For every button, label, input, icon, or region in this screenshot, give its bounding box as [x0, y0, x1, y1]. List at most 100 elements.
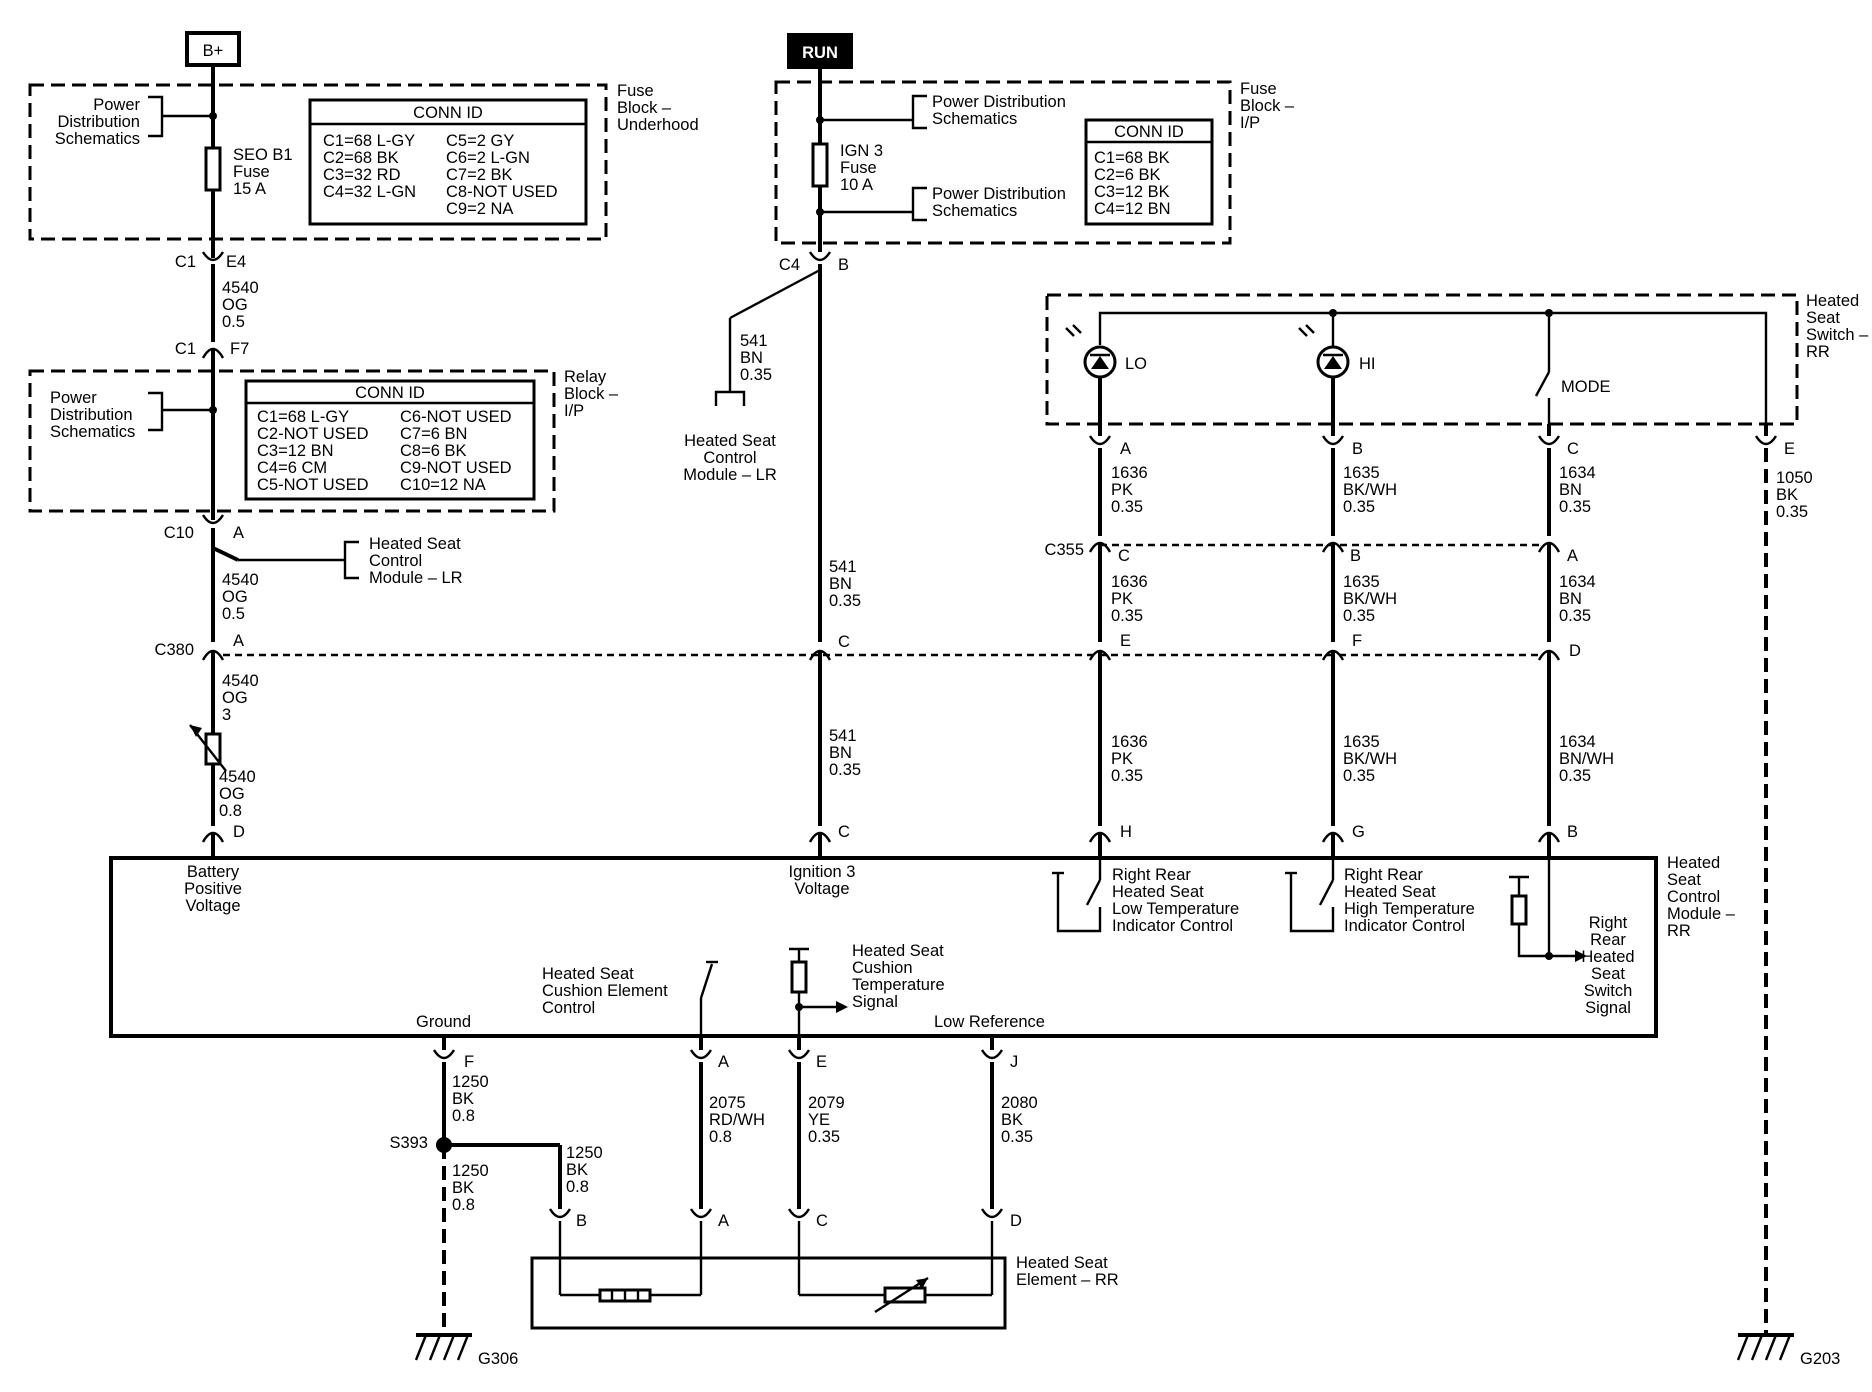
circuit-1050 [1736, 424, 1794, 1361]
pin-c380-e: E [1120, 632, 1131, 650]
mode-label: MODE [1561, 378, 1611, 396]
connector-c10-icon [201, 514, 225, 525]
cushion-element-driver-icon [699, 960, 718, 1036]
pin-c380-c: C [838, 633, 850, 651]
connector-c4-pin-label: B [838, 256, 849, 274]
hi-indicator-led-icon [1298, 324, 1350, 379]
pin-c380-f: F [1352, 632, 1362, 650]
pin-module-b: B [1567, 823, 1578, 841]
connector-c380-label: C380 [155, 641, 194, 659]
pin-module-g: G [1352, 823, 1365, 841]
pin-switch-b: B [1352, 440, 1363, 458]
lo-indicator-led-icon [1065, 324, 1117, 379]
bplus-power-source: B+ [185, 31, 241, 67]
ground-g203-icon [1736, 1333, 1794, 1361]
circuit-541 [714, 69, 832, 858]
mode-switch-icon [1534, 371, 1551, 397]
pin-c355-b: B [1350, 547, 1361, 565]
pin-switch-c: C [1567, 440, 1579, 458]
connector-c1-top-label: C1 [175, 253, 196, 271]
circuit-1635 [1321, 377, 1345, 858]
connector-c10-pin-label: A [233, 524, 244, 542]
ground-g306-icon [414, 1333, 472, 1361]
pin-module-c: C [838, 823, 850, 841]
run-label: RUN [802, 44, 838, 62]
circuit-2075 [650, 1036, 713, 1297]
switch-signal-pullup-icon [1509, 858, 1587, 962]
pin-element-d: D [1010, 1212, 1022, 1230]
pin-c380-d: D [1569, 642, 1581, 660]
svg-text:CONN ID: CONN ID [413, 104, 483, 122]
pin-switch-e: E [1784, 440, 1795, 458]
ground-g203-label: G203 [1800, 1350, 1840, 1368]
circuit-1250 [414, 1036, 600, 1361]
connector-c4-label: C4 [779, 256, 800, 274]
ign3-fuse-icon [811, 142, 829, 188]
pin-module-d: D [233, 823, 245, 841]
pin-element-c: C [816, 1212, 828, 1230]
pin-module-h: H [1120, 823, 1132, 841]
high-temp-indicator-switch-icon [1285, 858, 1335, 933]
connector-e4-label: E4 [226, 253, 246, 271]
low-reference-label: Low Reference [934, 1013, 1045, 1031]
lo-label: LO [1125, 355, 1147, 373]
pin-element-a: A [718, 1212, 729, 1230]
connector-c4-icon [808, 251, 832, 262]
circuit-1634 [1537, 424, 1561, 858]
connector-c1-mid-label: C1 [175, 340, 196, 358]
pin-c380-a: A [233, 632, 244, 650]
connector-c355-label: C355 [1045, 541, 1084, 559]
run-power-source: RUN [787, 33, 853, 69]
svg-text:CONN ID: CONN ID [1114, 123, 1184, 141]
circuit-4540 [189, 65, 359, 858]
hi-label: HI [1359, 355, 1376, 373]
connector-f7-label: F7 [230, 340, 249, 358]
seo-b1-fuse-icon [204, 146, 222, 192]
pin-module-f: F [464, 1053, 474, 1071]
connector-c10-label: C10 [164, 524, 194, 542]
